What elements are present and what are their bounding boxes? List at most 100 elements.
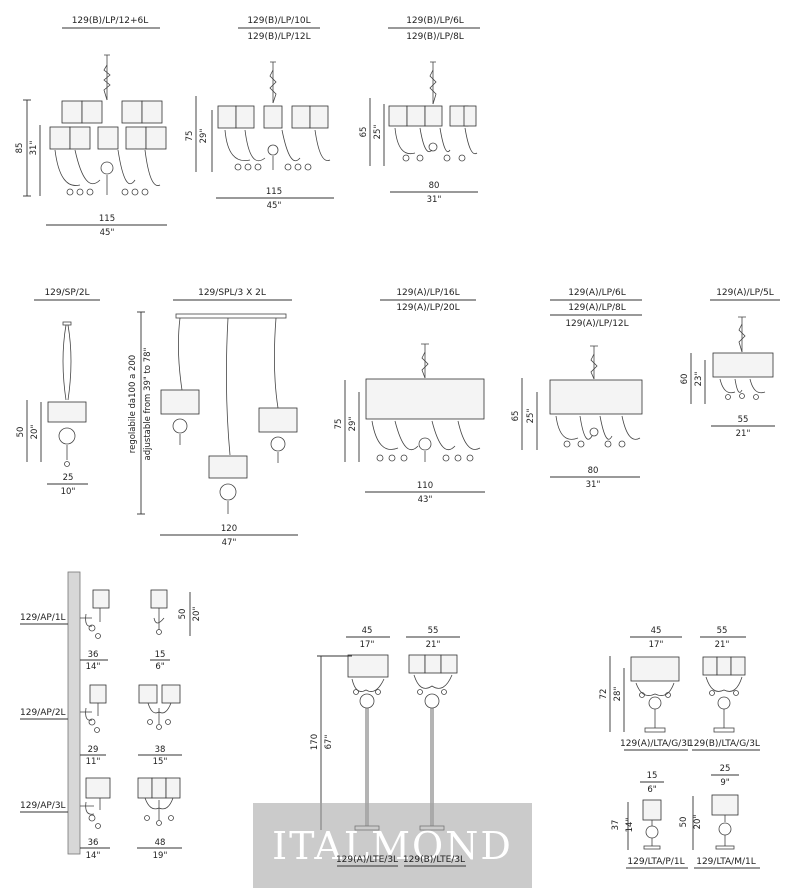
dim-15in: 15" — [153, 757, 168, 767]
dim-55-lte: 55 — [428, 626, 439, 636]
label-lta-p: 129/LTA/P/1L — [627, 857, 684, 867]
dim-75-a: 75 — [334, 419, 344, 430]
label-b-12-6l: 129(B)/LP/12+6L — [72, 16, 149, 26]
dim-19in: 19" — [153, 851, 168, 861]
dim-50: 50 — [16, 427, 26, 438]
dim-72: 72 — [599, 689, 609, 700]
dim-14in: 14" — [86, 662, 101, 672]
dim-55: 55 — [738, 415, 749, 425]
dim-21in-ltag: 21" — [715, 640, 730, 650]
dim-45in-b: 45" — [267, 201, 282, 211]
dim-120: 120 — [221, 524, 237, 534]
dim-10in: 10" — [61, 487, 76, 497]
dim-11in: 11" — [86, 757, 101, 767]
dim-48: 48 — [155, 838, 166, 848]
floor-lamps-lte: 45 17" 55 21" 170 67" — [310, 626, 460, 831]
dim-25-ltam: 25 — [720, 764, 731, 774]
dim-65: 65 — [359, 127, 369, 138]
dim-50-ap: 50 — [178, 609, 188, 620]
brand-watermark: ITALMOND — [253, 803, 532, 888]
dim-45: 45 — [362, 626, 373, 636]
dim-9in: 9" — [720, 778, 729, 788]
dim-29in-a: 29" — [348, 417, 358, 432]
dim-31in: 31" — [29, 141, 39, 156]
fixture-sp-2l: 129/SP/2L 50 20" 25 10" — [16, 288, 100, 497]
dim-23in: 23" — [694, 372, 704, 387]
label-sp-2l: 129/SP/2L — [44, 288, 89, 298]
dim-67in: 67" — [324, 735, 334, 750]
dim-43in: 43" — [418, 495, 433, 505]
label-lta-g-a: 129(A)/LTA/G/3L — [620, 739, 692, 749]
dim-31in-b: 31" — [427, 195, 442, 205]
label-spl: 129/SPL/3 X 2L — [198, 288, 266, 298]
dim-20in: 20" — [30, 425, 40, 440]
dim-20in-ap: 20" — [192, 607, 202, 622]
table-lamps-lta-p-m: 15 6" 37 14" 129/LTA/P/1L 25 9" 50 20" 1… — [611, 764, 760, 869]
label-b-6l: 129(B)/LP/6L — [406, 16, 464, 26]
dim-15-ltap: 15 — [647, 771, 658, 781]
label-ap-2l: 129/AP/2L — [20, 708, 66, 718]
adjust-it: regolabile da100 a 200 — [128, 355, 138, 453]
dim-17in-ltag: 17" — [649, 640, 664, 650]
dim-65-a: 65 — [511, 411, 521, 422]
dim-85: 85 — [15, 143, 25, 154]
dim-31in-a: 31" — [586, 480, 601, 490]
label-lta-m: 129/LTA/M/1L — [696, 857, 756, 867]
watermark-text: ITALMOND — [272, 823, 513, 868]
label-a-20l: 129(A)/LP/20L — [396, 303, 459, 313]
dim-50-ltam: 50 — [679, 817, 689, 828]
dim-38: 38 — [155, 745, 166, 755]
dim-20in-ltam: 20" — [693, 815, 703, 830]
adjust-en: adjustable from 39" to 78" — [143, 347, 153, 460]
dim-21in-lte: 21" — [426, 640, 441, 650]
dim-29in: 29" — [199, 129, 209, 144]
label-a-16l: 129(A)/LP/16L — [396, 288, 459, 298]
fixture-b-6l-8l: 129(B)/LP/6L 129(B)/LP/8L 65 25" 80 31" — [359, 16, 480, 205]
label-lta-g-b: 129(B)/LTA/G/3L — [688, 739, 760, 749]
dim-45-ltag: 45 — [651, 626, 662, 636]
dim-25in: 25" — [373, 125, 383, 140]
label-b-8l: 129(B)/LP/8L — [406, 32, 464, 42]
dim-25in-a: 25" — [526, 409, 536, 424]
label-a-8l: 129(A)/LP/8L — [568, 303, 626, 313]
dim-29: 29 — [88, 745, 99, 755]
label-b-12l: 129(B)/LP/12L — [247, 32, 310, 42]
label-b-10l: 129(B)/LP/10L — [247, 16, 310, 26]
dim-14in-ltap: 14" — [625, 818, 635, 833]
dim-36: 36 — [88, 650, 99, 660]
label-a-5l: 129(A)/LP/5L — [716, 288, 774, 298]
dim-110: 110 — [417, 481, 433, 491]
label-a-6l: 129(A)/LP/6L — [568, 288, 626, 298]
dim-75: 75 — [185, 131, 195, 142]
dim-37: 37 — [611, 820, 621, 831]
dim-115-b: 115 — [266, 187, 282, 197]
dim-55-ltag: 55 — [717, 626, 728, 636]
fixture-spl-3x2l: 129/SPL/3 X 2L regolabile da100 a 200 ad… — [128, 288, 298, 548]
dim-14in-b: 14" — [86, 851, 101, 861]
wall-lamps-group: 129/AP/1L 129/AP/2L 129/AP/3L 36 14" 50 … — [20, 571, 202, 861]
fixture-b-12-6l: 129(B)/LP/12+6L 85 31" 115 45" — [15, 16, 167, 238]
label-a-12l: 129(A)/LP/12L — [565, 319, 628, 329]
fixture-a-6l-8l-12l: 129(A)/LP/6L 129(A)/LP/8L 129(A)/LP/12L … — [511, 288, 643, 490]
label-ap-3l: 129/AP/3L — [20, 801, 66, 811]
dim-80: 80 — [429, 181, 440, 191]
dim-36-b: 36 — [88, 838, 99, 848]
dim-45in: 45" — [100, 228, 115, 238]
dim-21in: 21" — [736, 429, 751, 439]
wall-section — [67, 571, 81, 855]
dim-17in: 17" — [360, 640, 375, 650]
fixture-a-16l-20l: 129(A)/LP/16L 129(A)/LP/20L 75 29" 110 4… — [334, 288, 485, 505]
dim-15: 15 — [155, 650, 166, 660]
fixture-b-10l-12l: 129(B)/LP/10L 129(B)/LP/12L 75 29" 115 4… — [185, 16, 334, 211]
dim-170: 170 — [310, 734, 320, 750]
dim-115: 115 — [99, 214, 115, 224]
dim-60: 60 — [680, 374, 690, 385]
dim-6in: 6" — [155, 662, 164, 672]
dim-25: 25 — [63, 473, 74, 483]
dim-47in: 47" — [222, 538, 237, 548]
dim-80-a: 80 — [588, 466, 599, 476]
label-ap-1l: 129/AP/1L — [20, 613, 66, 623]
fixture-a-5l: 129(A)/LP/5L 60 23" 55 21" — [680, 288, 780, 439]
table-lamps-ltag: 45 17" 55 21" 72 28" 129(A)/LTA/G/3L 129… — [599, 626, 760, 751]
